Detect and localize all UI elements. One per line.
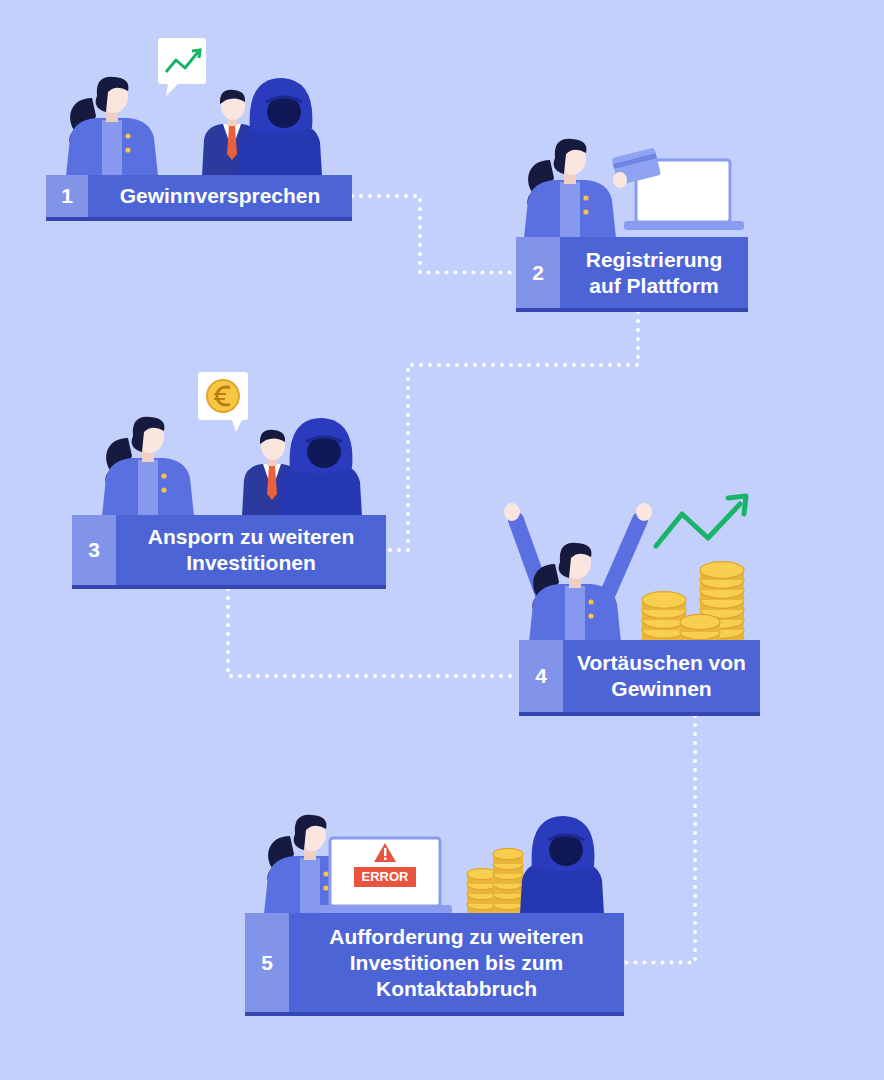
illustration-part bbox=[166, 52, 198, 72]
step-box: 2Registrierung auf Plattform bbox=[516, 237, 748, 308]
dotted-connector bbox=[352, 196, 516, 273]
speech-bubble bbox=[198, 372, 248, 432]
step-number: 1 bbox=[46, 175, 88, 217]
illustration-part bbox=[214, 394, 226, 399]
illustration-part bbox=[198, 372, 248, 420]
hooded-figure bbox=[520, 816, 604, 914]
step-title: Gewinnversprechen bbox=[88, 175, 352, 217]
illustration-part bbox=[728, 496, 746, 514]
dotted-connector bbox=[228, 589, 519, 676]
dotted-connector bbox=[624, 716, 695, 963]
illustration-part bbox=[232, 420, 242, 432]
illustration-part bbox=[217, 387, 230, 405]
hooded-figure bbox=[278, 418, 362, 516]
illustration-part bbox=[374, 843, 396, 862]
illustration-part bbox=[613, 153, 657, 168]
illustration-part bbox=[158, 38, 206, 84]
speech-bubble bbox=[158, 38, 206, 96]
illustration-part bbox=[192, 50, 200, 58]
woman-figure bbox=[102, 417, 194, 516]
hooded-figure bbox=[238, 78, 322, 176]
growth-arrow bbox=[656, 496, 746, 546]
illustration-part bbox=[504, 503, 520, 521]
step-number: 2 bbox=[516, 237, 560, 308]
hand bbox=[613, 172, 627, 188]
coin bbox=[493, 848, 523, 859]
coin bbox=[700, 562, 744, 579]
error-label: ERROR bbox=[354, 867, 416, 887]
illustration-part bbox=[636, 503, 652, 521]
illustration-part bbox=[384, 848, 386, 856]
step-title: Registrierung auf Plattform bbox=[560, 237, 748, 308]
dotted-connector bbox=[386, 312, 638, 550]
woman-figure bbox=[524, 139, 616, 238]
illustration-part bbox=[605, 520, 640, 600]
illustration-part bbox=[330, 838, 440, 906]
step-title: Aufforderung zu weiteren Investitionen b… bbox=[289, 913, 624, 1012]
step-box: 4Vortäuschen von Gewinnen bbox=[519, 640, 760, 712]
illustration-part bbox=[207, 380, 239, 412]
coin-stacks bbox=[467, 848, 523, 914]
woman-figure bbox=[66, 77, 158, 176]
step-number: 4 bbox=[519, 640, 563, 712]
illustration-part bbox=[656, 504, 740, 546]
illustration-part bbox=[166, 84, 178, 96]
coin-stacks bbox=[642, 562, 744, 652]
illustration-part bbox=[384, 858, 386, 860]
woman-figure bbox=[529, 543, 621, 642]
illustration-part bbox=[624, 221, 744, 230]
step-box: 3Ansporn zu weiteren Investitionen bbox=[72, 515, 386, 585]
step-number: 5 bbox=[245, 913, 289, 1012]
step-number: 3 bbox=[72, 515, 116, 585]
step-box: 5Aufforderung zu weiteren Investitionen … bbox=[245, 913, 624, 1012]
step-title: Ansporn zu weiteren Investitionen bbox=[116, 515, 386, 585]
laptop-error bbox=[318, 838, 452, 914]
coin bbox=[642, 592, 686, 609]
step-title: Vortäuschen von Gewinnen bbox=[563, 640, 760, 712]
step-box: 1Gewinnversprechen bbox=[46, 175, 352, 217]
coin bbox=[680, 614, 720, 629]
